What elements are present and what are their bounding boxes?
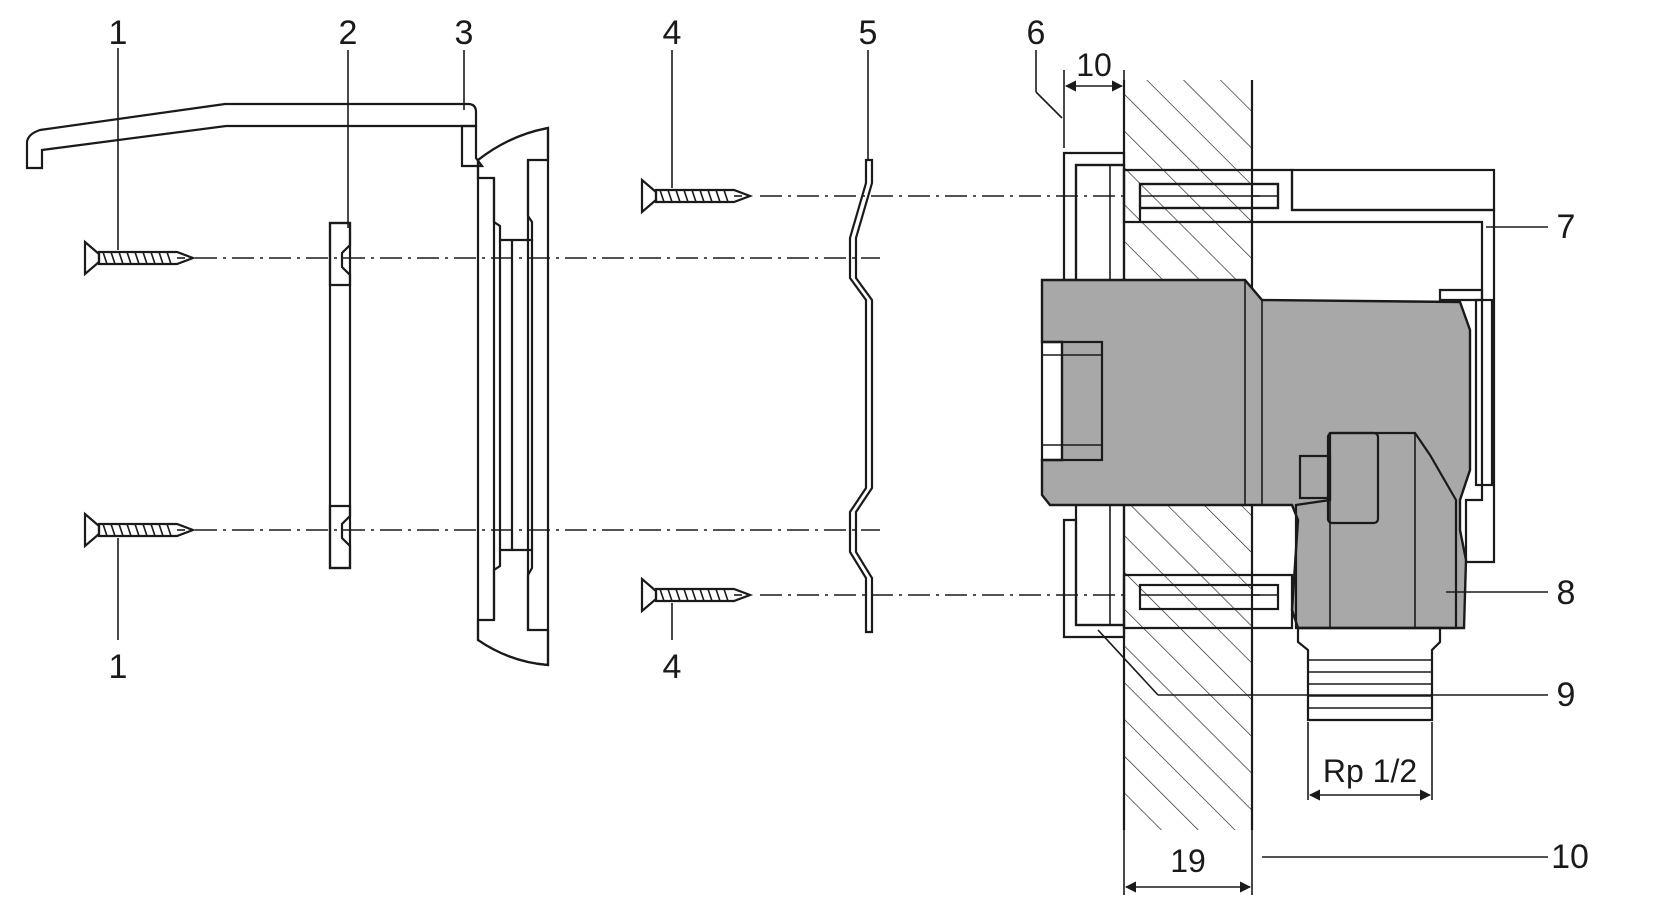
leader-lines	[117, 48, 1548, 858]
callout-2: 2	[339, 14, 358, 52]
callout-5: 5	[859, 14, 878, 52]
callout-8: 8	[1557, 574, 1576, 612]
callout-1-top: 1	[109, 14, 128, 52]
dimension-wall-thickness: 19	[1123, 830, 1253, 895]
callout-3: 3	[455, 14, 474, 52]
callout-9: 9	[1557, 676, 1576, 714]
dimension-wall-thickness-label: 19	[1170, 843, 1206, 879]
callout-7: 7	[1557, 208, 1576, 246]
callout-1-bottom: 1	[109, 648, 128, 686]
callout-4-bottom: 4	[663, 648, 682, 686]
screw-1-lower	[83, 512, 195, 548]
dimension-flange-depth-label: 10	[1076, 47, 1112, 83]
dimension-flange-depth: 10	[1063, 47, 1125, 148]
callout-10: 10	[1551, 838, 1589, 876]
cover-3	[25, 102, 550, 667]
screw-1-upper	[83, 240, 195, 276]
screw-4-lower	[640, 577, 752, 613]
valve-body-8	[1040, 278, 1472, 722]
spacer-ring-2	[328, 221, 352, 570]
dimension-thread-label: Rp 1/2	[1323, 753, 1417, 789]
screw-4-upper	[640, 178, 752, 214]
thread-lines	[1308, 659, 1432, 709]
callouts: 1 1 2 3 4 4 5 6 7 8 9 10	[109, 14, 1589, 876]
callout-4-top: 4	[663, 14, 682, 52]
callout-6: 6	[1027, 14, 1046, 52]
housing-7	[1122, 168, 1496, 630]
mounting-plate-5	[848, 158, 874, 634]
dimension-thread: Rp 1/2	[1307, 722, 1433, 801]
